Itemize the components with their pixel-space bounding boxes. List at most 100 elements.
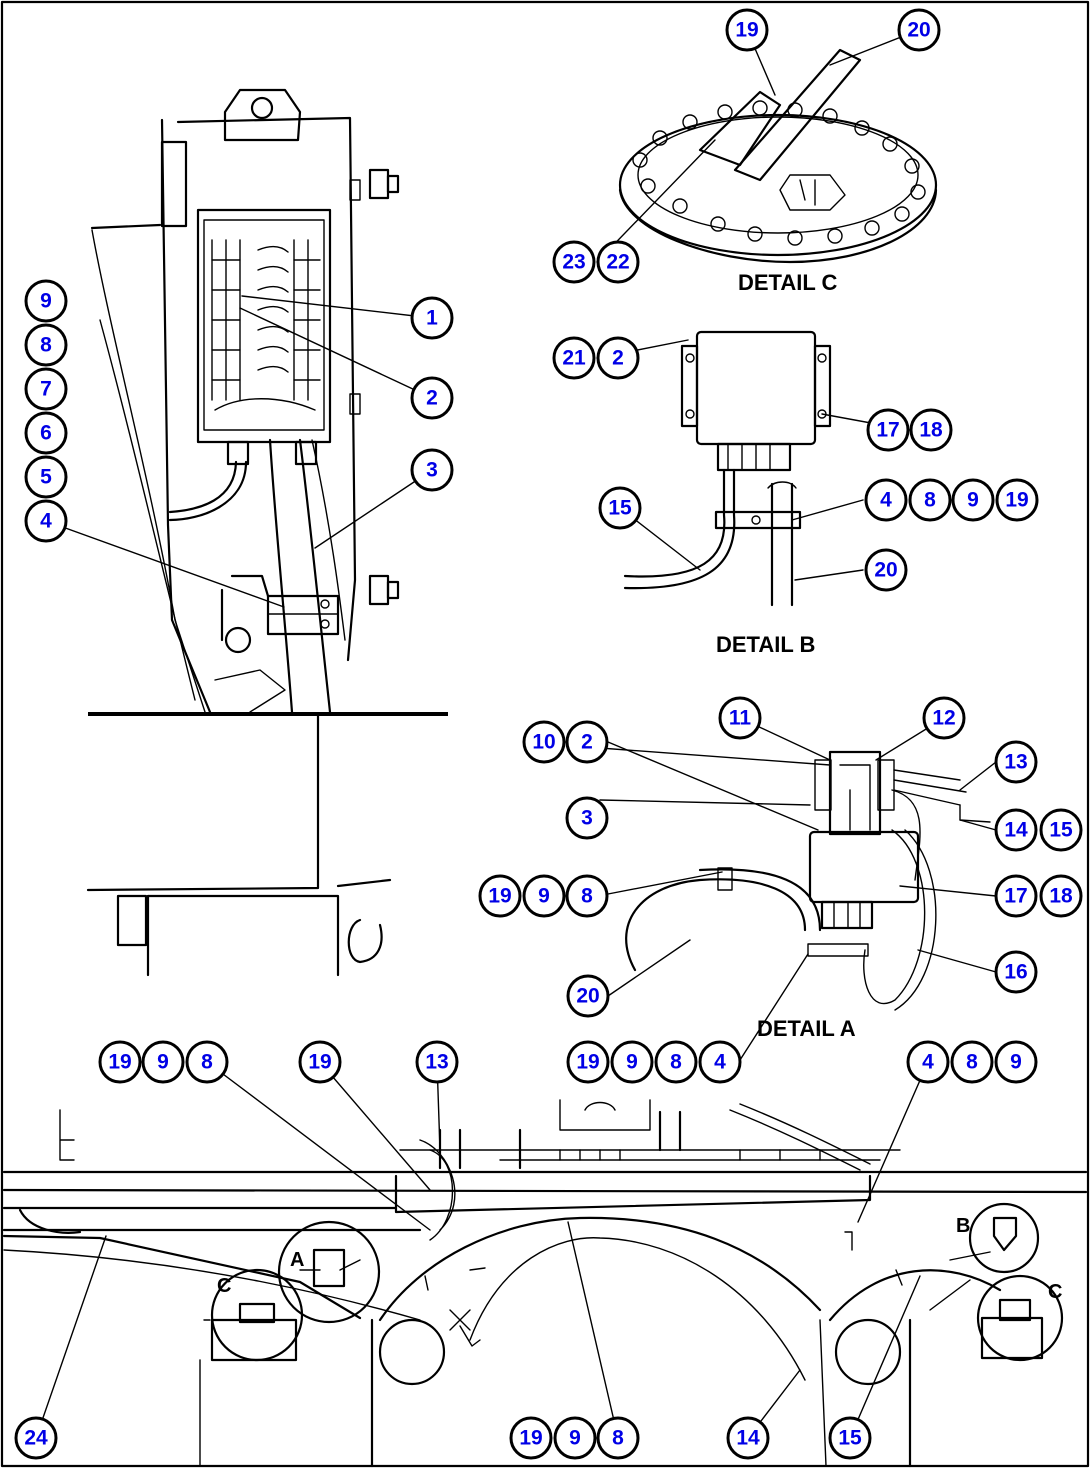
callout-3: 3	[565, 796, 609, 840]
callout-8: 8	[950, 1040, 994, 1084]
svg-text:8: 8	[924, 489, 936, 512]
view-label-b: B	[956, 1215, 970, 1237]
callout-9: 9	[522, 874, 566, 918]
svg-text:9: 9	[40, 290, 52, 313]
svg-text:9: 9	[569, 1427, 581, 1450]
svg-text:20: 20	[576, 985, 599, 1008]
svg-text:7: 7	[40, 378, 52, 401]
svg-text:19: 19	[576, 1051, 599, 1074]
svg-text:4: 4	[714, 1051, 726, 1074]
svg-text:4: 4	[922, 1051, 934, 1074]
view-label-a: A	[290, 1249, 304, 1271]
callout-23: 23	[552, 240, 596, 284]
callout-6: 6	[24, 411, 68, 455]
svg-text:20: 20	[907, 19, 930, 42]
callout-15: 15	[598, 486, 642, 530]
callout-4: 4	[24, 499, 68, 543]
callout-19: 19	[995, 478, 1039, 522]
callout-13: 13	[415, 1040, 459, 1084]
svg-text:17: 17	[1004, 885, 1027, 908]
callout-20: 20	[897, 8, 941, 52]
svg-text:2: 2	[581, 731, 593, 754]
callout-4: 4	[906, 1040, 950, 1084]
view-label-c-right: C	[1048, 1281, 1062, 1303]
callout-9: 9	[951, 478, 995, 522]
callout-20: 20	[566, 974, 610, 1018]
callout-2: 2	[565, 720, 609, 764]
callout-22: 22	[596, 240, 640, 284]
svg-text:3: 3	[426, 459, 438, 482]
detail-b-label: DETAIL B	[716, 632, 815, 657]
svg-text:13: 13	[1004, 751, 1027, 774]
svg-text:17: 17	[876, 419, 899, 442]
svg-text:1: 1	[426, 307, 438, 330]
svg-text:19: 19	[108, 1051, 131, 1074]
callout-19: 19	[98, 1040, 142, 1084]
svg-text:19: 19	[308, 1051, 331, 1074]
callout-8: 8	[654, 1040, 698, 1084]
callout-15: 15	[1039, 808, 1083, 852]
svg-text:3: 3	[581, 807, 593, 830]
overview-drawing: A B C C	[2, 1099, 1088, 1468]
svg-text:8: 8	[612, 1427, 624, 1450]
svg-text:18: 18	[919, 419, 943, 442]
svg-text:23: 23	[562, 251, 585, 274]
callout-4: 4	[864, 478, 908, 522]
svg-text:15: 15	[608, 497, 632, 520]
callout-10: 10	[522, 720, 566, 764]
detail-c-drawing: DETAIL C	[618, 48, 938, 295]
callout-4: 4	[698, 1040, 742, 1084]
detail-b-drawing: DETAIL B	[623, 330, 832, 657]
callout-17: 17	[866, 408, 910, 452]
svg-text:5: 5	[40, 466, 52, 489]
callout-7: 7	[24, 367, 68, 411]
svg-text:15: 15	[1049, 819, 1073, 842]
svg-text:6: 6	[40, 422, 52, 445]
svg-text:4: 4	[40, 510, 52, 533]
callout-14: 14	[994, 808, 1038, 852]
svg-text:19: 19	[488, 885, 511, 908]
callout-24: 24	[14, 1416, 58, 1460]
svg-text:8: 8	[581, 885, 593, 908]
fuse-panel-drawing	[86, 88, 448, 977]
svg-text:8: 8	[670, 1051, 682, 1074]
svg-text:18: 18	[1049, 885, 1073, 908]
callout-19: 19	[509, 1416, 553, 1460]
svg-text:15: 15	[838, 1427, 862, 1450]
svg-text:8: 8	[201, 1051, 213, 1074]
callout-9: 9	[610, 1040, 654, 1084]
callout-9: 9	[141, 1040, 185, 1084]
svg-text:2: 2	[612, 347, 624, 370]
svg-text:19: 19	[1005, 489, 1028, 512]
svg-text:19: 19	[519, 1427, 542, 1450]
callout-8: 8	[565, 874, 609, 918]
svg-text:9: 9	[1010, 1051, 1022, 1074]
svg-text:21: 21	[562, 347, 586, 370]
svg-text:14: 14	[1004, 819, 1028, 842]
callout-13: 13	[994, 740, 1038, 784]
svg-text:4: 4	[880, 489, 892, 512]
callout-9: 9	[994, 1040, 1038, 1084]
callout-19: 19	[478, 874, 522, 918]
svg-text:10: 10	[532, 731, 555, 754]
callout-19: 19	[298, 1040, 342, 1084]
svg-text:12: 12	[932, 707, 955, 730]
svg-text:14: 14	[736, 1427, 760, 1450]
svg-text:22: 22	[606, 251, 629, 274]
svg-text:16: 16	[1004, 961, 1027, 984]
callout-2: 2	[410, 376, 454, 420]
callouts: 9 8 7 6 5 4 1 2 3 19 20 23 22 21 2 17 18…	[14, 8, 1083, 1460]
svg-text:9: 9	[967, 489, 979, 512]
callout-16: 16	[994, 950, 1038, 994]
detail-a-label: DETAIL A	[757, 1016, 856, 1041]
svg-text:9: 9	[538, 885, 550, 908]
callout-18: 18	[909, 408, 953, 452]
callout-19: 19	[725, 8, 769, 52]
svg-text:2: 2	[426, 387, 438, 410]
callout-11: 11	[718, 696, 762, 740]
svg-text:11: 11	[729, 707, 752, 730]
svg-text:8: 8	[40, 334, 52, 357]
callout-14: 14	[726, 1416, 770, 1460]
